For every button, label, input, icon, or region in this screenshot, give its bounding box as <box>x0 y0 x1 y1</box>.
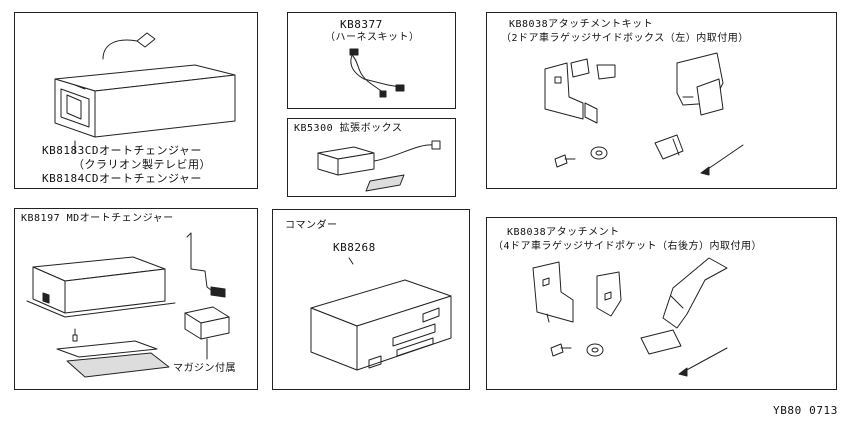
commander-illustration <box>310 257 452 371</box>
kb8183-label: KB8183CDオートチェンジャー <box>42 144 202 157</box>
figure-code: YB80 0713 <box>772 404 838 417</box>
panel-kb8038-attachment-kit: KB8038アタッチメントキット （2ドア車ラゲッジサイドボックス（左）内取付用… <box>486 12 837 189</box>
kb8184-label: KB8184CDオートチェンジャー <box>42 172 202 185</box>
commander-title: コマンダー <box>285 220 338 231</box>
kb8377-name: （ハーネスキット） <box>325 32 420 43</box>
panel-kb5300-expansion-box: KB5300 拡張ボックス <box>287 118 456 197</box>
kb8038-att-sub-label: （4ドア車ラゲッジサイドポケット（右後方）内取付用） <box>493 241 763 252</box>
kb8183-sub-label: （クラリオン製テレビ用） <box>73 158 211 171</box>
attachment-kit-illustration <box>544 52 744 176</box>
commander-code: KB8268 <box>333 241 376 254</box>
panel-kb8197-md-changer: KB8197 MDオートチェンジャー マガジン付属 <box>14 208 258 390</box>
harness-illustration <box>349 48 405 98</box>
kb8197-label: KB8197 MDオートチェンジャー <box>21 213 174 224</box>
expansion-box-illustration <box>317 140 441 192</box>
kb5300-label: KB5300 拡張ボックス <box>294 123 403 134</box>
panel-kb8038-attachment-4door: KB8038アタッチメント （4ドア車ラゲッジサイドポケット（右後方）内取付用） <box>486 217 837 390</box>
kb8038-kit-sub-label: （2ドア車ラゲッジサイドボックス（左）内取付用） <box>501 33 749 44</box>
cd-changer-illustration <box>54 32 236 154</box>
attachment-4door-illustration <box>532 257 728 377</box>
panel-commander-kb8268: コマンダー KB8268 <box>272 209 470 390</box>
kb8038-att-label: KB8038アタッチメント <box>507 227 620 238</box>
magazine-label: マガジン付属 <box>173 363 236 374</box>
panel-kb8183-cd-changer: KB8183CDオートチェンジャー （クラリオン製テレビ用） KB8184CDオ… <box>14 12 258 189</box>
panel-kb8377-harness-kit: KB8377 （ハーネスキット） <box>287 12 456 109</box>
md-changer-illustration <box>26 232 230 378</box>
kb8038-kit-label: KB8038アタッチメントキット <box>509 19 654 30</box>
kb8377-code: KB8377 <box>340 18 383 31</box>
